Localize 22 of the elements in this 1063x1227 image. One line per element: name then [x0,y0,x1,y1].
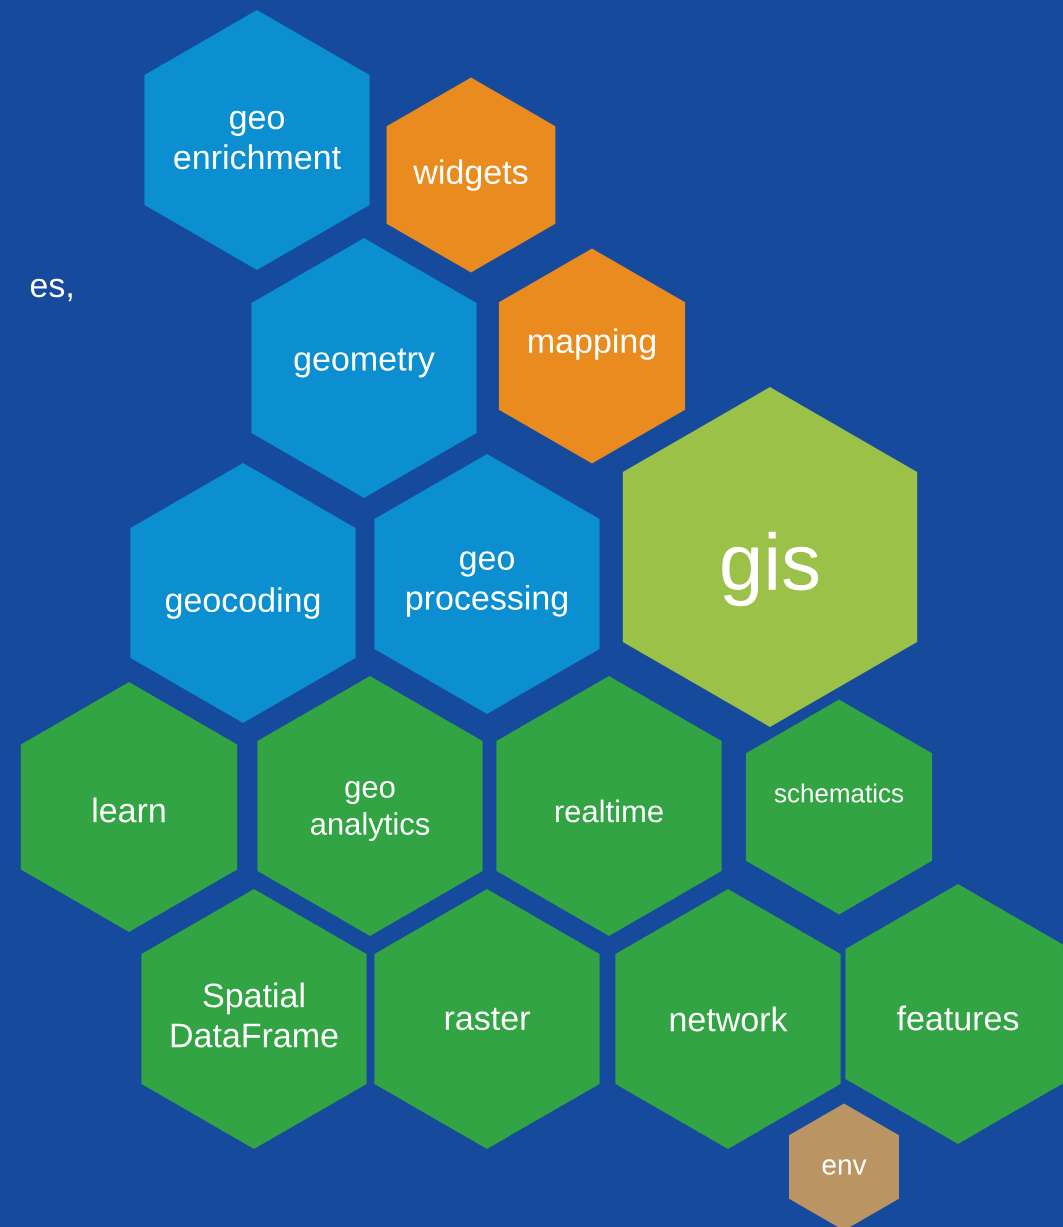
hexagon: env [789,1103,899,1227]
hexagon: mapping [498,248,686,464]
hexagon: geometry [251,238,477,498]
text-fragment: es, [30,278,72,302]
hexagon: geo analytics [257,676,483,936]
hexagon: gis [622,387,918,727]
hexagon: Spatial DataFrame [141,889,367,1149]
hexagon: schematics [745,699,933,915]
hexagon: features [845,884,1063,1144]
hexagon: widgets [386,77,556,273]
node-label: Spatial DataFrame [171,982,338,1048]
hexagon: network [615,889,841,1149]
hexagon: geo enrichment [144,10,370,270]
node-label: raster [445,1007,530,1031]
hexagon: realtime [496,676,722,936]
node-label: geo analytics [311,780,430,842]
hexagon: raster [374,889,600,1149]
hexagon: learn [20,682,238,932]
hexagon: geo processing [374,454,600,714]
hexagon: geocoding [130,463,356,723]
node-label: network [670,1006,788,1032]
node-label: realtime [555,799,663,823]
